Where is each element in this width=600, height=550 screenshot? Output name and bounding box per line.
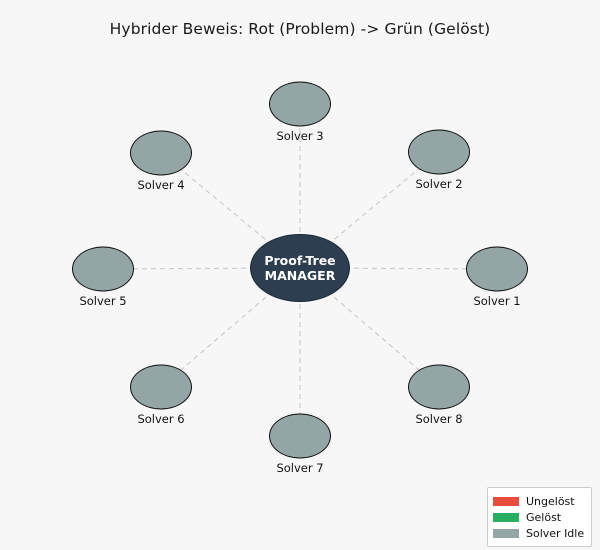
node-solver8[interactable] (408, 364, 470, 410)
legend-label-2: Solver Idle (526, 526, 585, 540)
manager-label-line2: MANAGER (264, 268, 336, 283)
node-label-solver4: Solver 4 (137, 178, 185, 192)
node-label-solver6: Solver 6 (137, 412, 185, 426)
edge-manager-solver1 (299, 267, 498, 270)
legend-item-0: Ungelöst (493, 493, 585, 509)
node-solver7[interactable] (269, 413, 331, 459)
node-solver2[interactable] (408, 129, 470, 175)
node-label-solver2: Solver 2 (415, 177, 463, 191)
node-solver5[interactable] (72, 246, 134, 292)
page-title: Hybrider Beweis: Rot (Problem) -> Grün (… (109, 20, 491, 38)
legend-label-0: Ungelöst (526, 494, 575, 508)
node-solver1[interactable] (466, 246, 528, 292)
node-label-solver3: Solver 3 (276, 129, 324, 143)
node-solver3[interactable] (269, 81, 331, 127)
legend-swatch-0 (493, 496, 519, 506)
node-label-solver5: Solver 5 (79, 294, 127, 308)
node-label-solver8: Solver 8 (415, 412, 463, 426)
legend-swatch-1 (493, 512, 519, 522)
node-label-solver1: Solver 1 (473, 294, 521, 308)
edge-manager-solver5 (102, 267, 301, 270)
legend-item-1: Gelöst (493, 509, 585, 525)
legend-item-2: Solver Idle (493, 525, 585, 541)
legend-label-1: Gelöst (526, 510, 562, 524)
manager-label-line1: Proof-Tree (264, 253, 336, 268)
node-solver4[interactable] (130, 130, 192, 176)
node-label-solver7: Solver 7 (276, 461, 324, 475)
node-solver6[interactable] (130, 364, 192, 410)
legend-swatch-2 (493, 528, 519, 538)
